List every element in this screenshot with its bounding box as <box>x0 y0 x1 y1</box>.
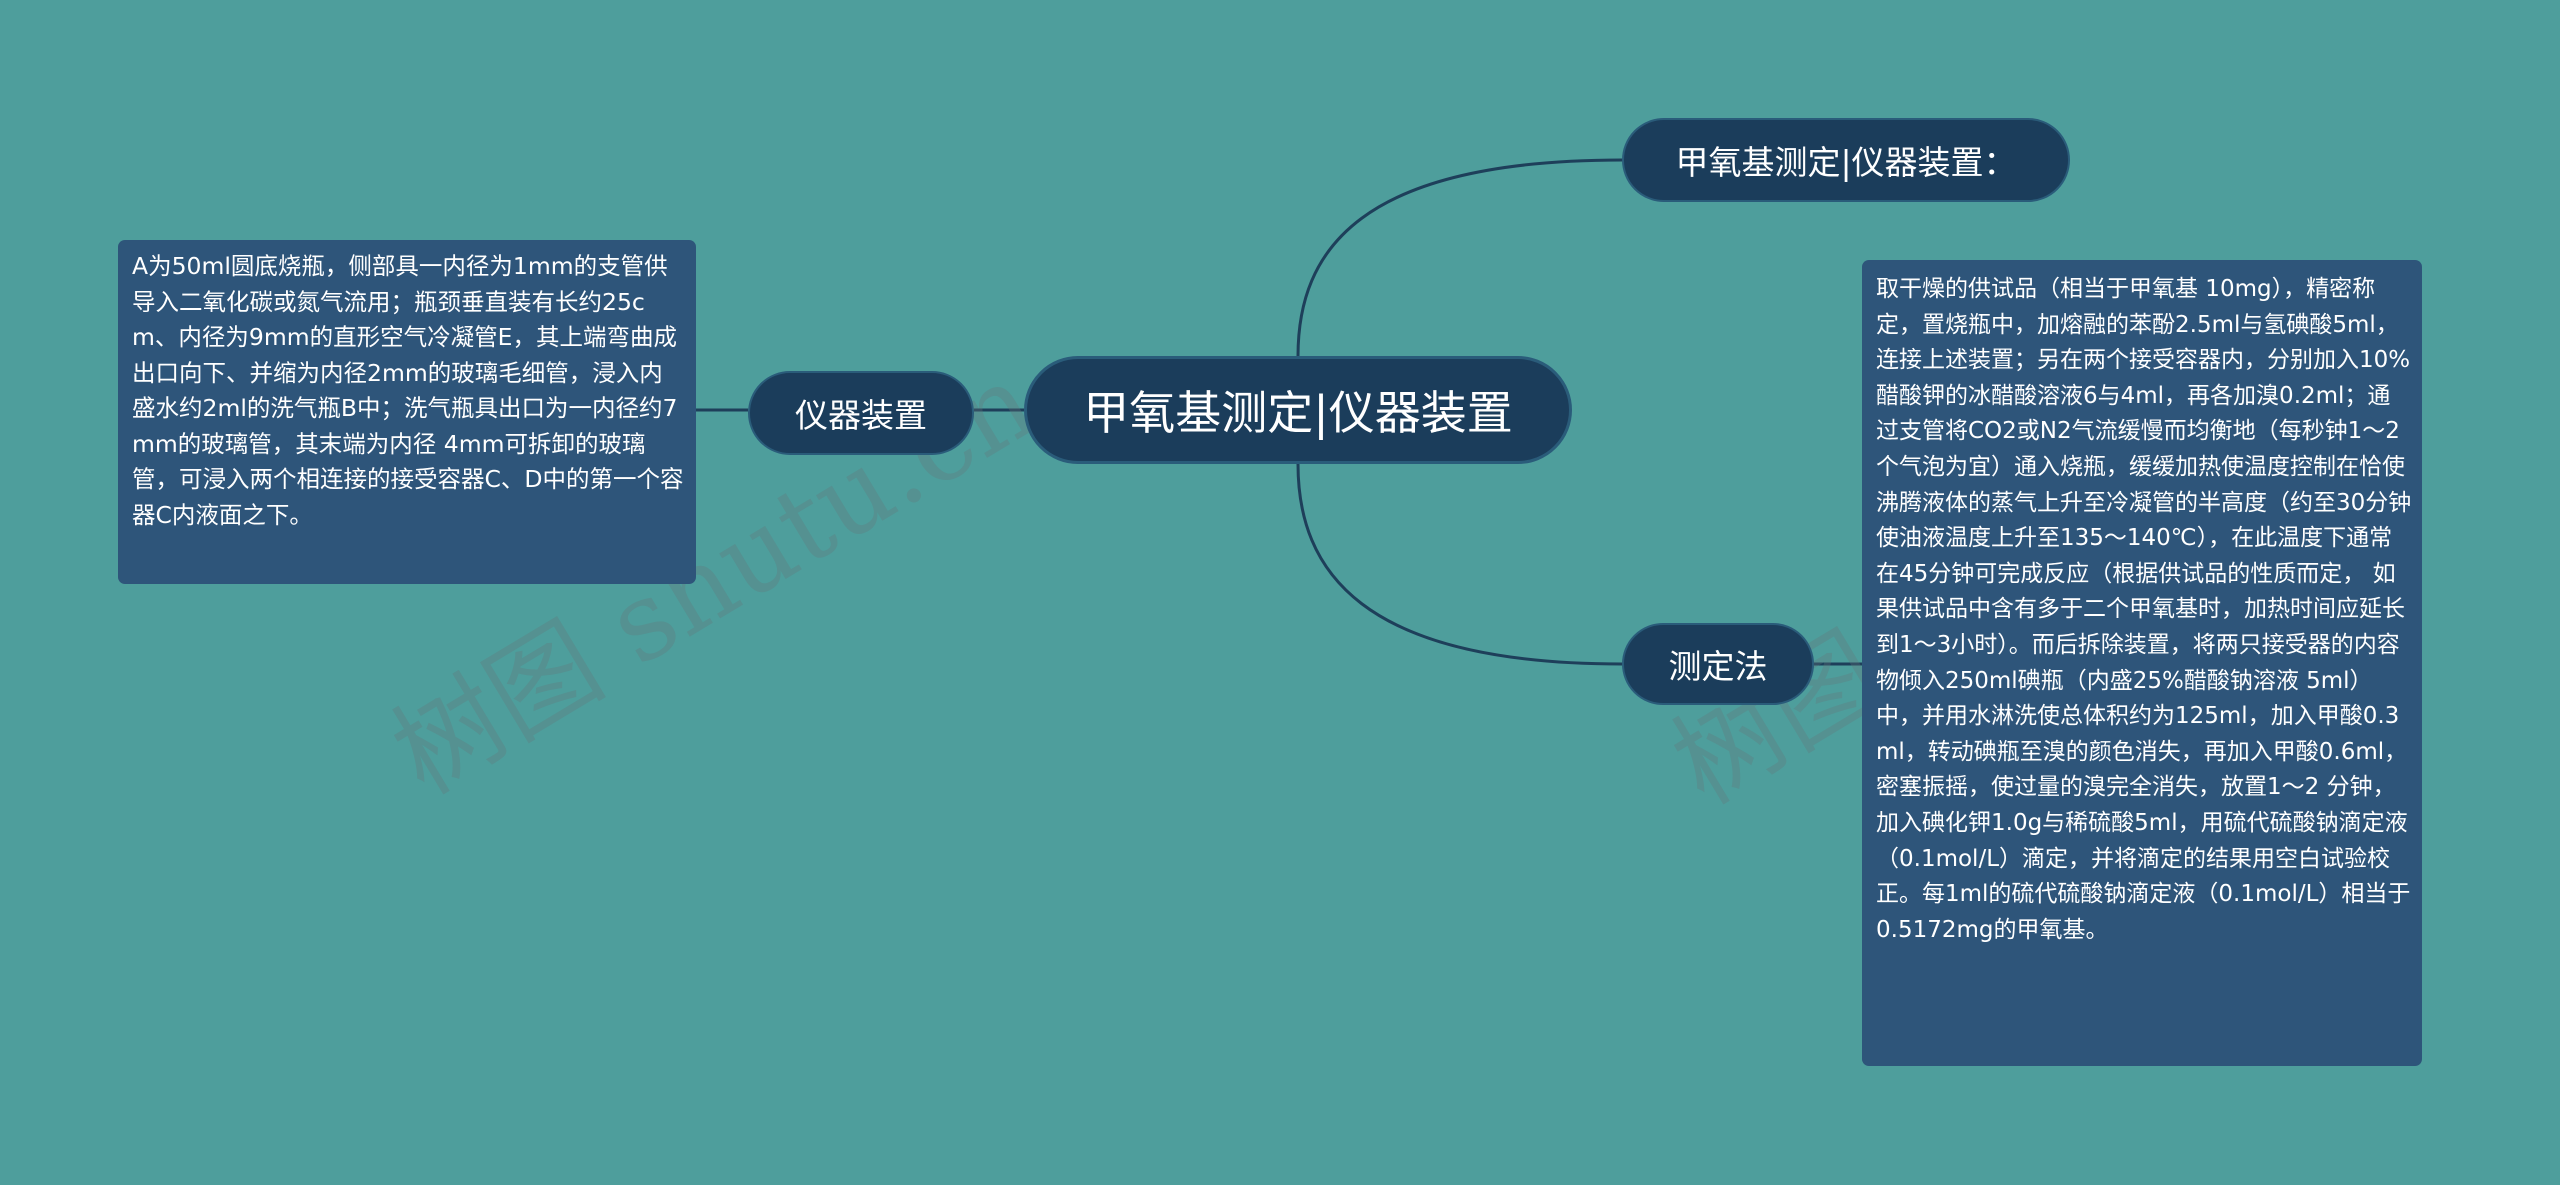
leaf-node-apparatus-detail[interactable]: A为50ml圆底烧瓶，侧部具一内径为1mm的支管供导入二氧化碳或氮气流用；瓶颈垂… <box>118 240 696 584</box>
branch-node-method[interactable]: 测定法 <box>1622 623 1814 705</box>
leaf-node-method-detail[interactable]: 取干燥的供试品（相当于甲氧基 10mg），精密称定，置烧瓶中，加熔融的苯酚2.5… <box>1862 260 2422 1066</box>
branch-node-apparatus-title-label: 甲氧基测定|仪器装置： <box>1675 143 2017 182</box>
connector-root-to-top <box>1296 158 1623 357</box>
branch-node-apparatus[interactable]: 仪器装置 <box>748 371 974 455</box>
root-node-label: 甲氧基测定|仪器装置 <box>1083 386 1513 440</box>
branch-node-method-label: 测定法 <box>1668 647 1768 686</box>
branch-node-apparatus-title[interactable]: 甲氧基测定|仪器装置： <box>1622 118 2070 202</box>
branch-node-apparatus-label: 仪器装置 <box>795 396 927 435</box>
connector-root-to-bottom <box>1296 463 1623 666</box>
root-node[interactable]: 甲氧基测定|仪器装置 <box>1024 356 1572 464</box>
